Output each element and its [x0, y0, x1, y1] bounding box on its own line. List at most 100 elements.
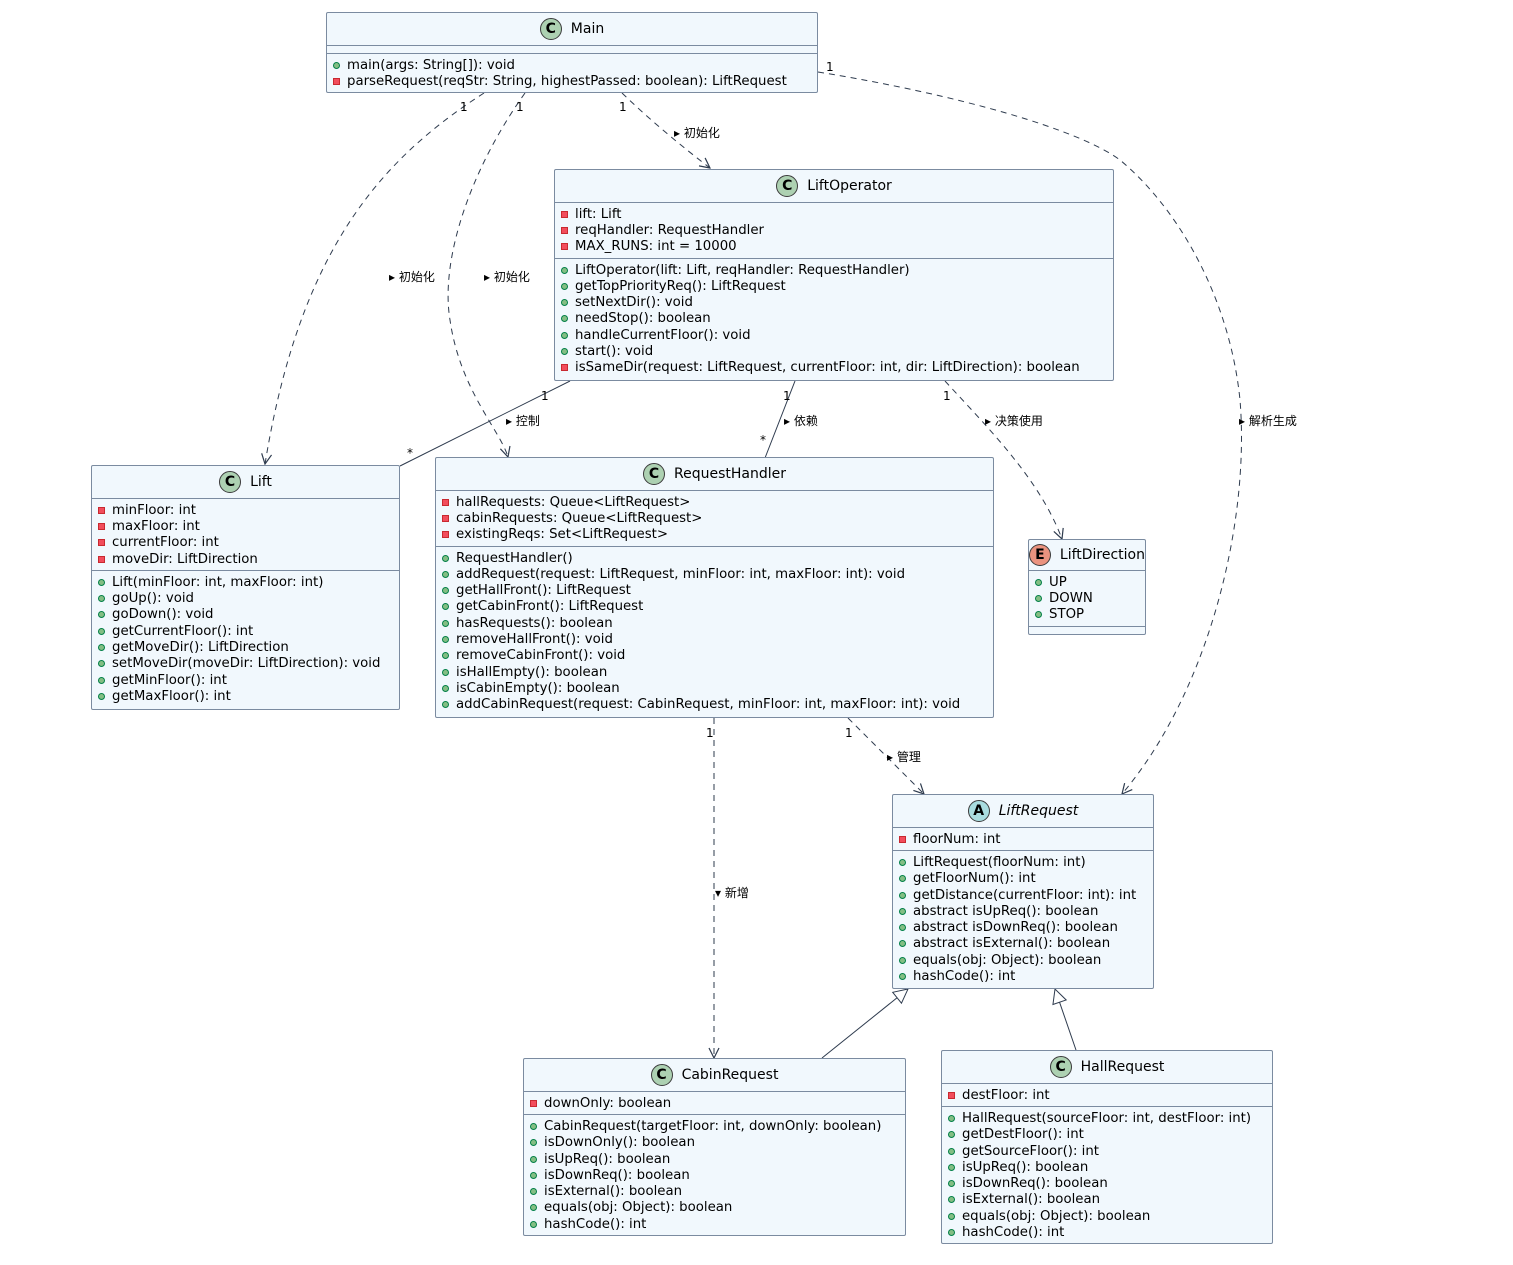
public-visibility-icon	[899, 907, 906, 915]
public-visibility-icon	[442, 587, 449, 595]
method-row: setMoveDir(moveDir: LiftDirection): void	[92, 656, 399, 672]
attribute-text: DOWN	[1049, 590, 1093, 606]
method-text: getDestFloor(): int	[962, 1127, 1084, 1143]
label-main-operator: ▸ 初始化	[674, 126, 720, 140]
public-visibility-icon	[899, 924, 906, 932]
method-text: isDownReq(): boolean	[544, 1167, 690, 1183]
method-row: equals(obj: Object): boolean	[942, 1208, 1272, 1224]
method-text: equals(obj: Object): boolean	[913, 952, 1102, 968]
method-text: abstract isUpReq(): boolean	[913, 903, 1099, 919]
attribute-row: STOP	[1029, 607, 1145, 623]
attribute-row: moveDir: LiftDirection	[92, 551, 399, 567]
method-row: handleCurrentFloor(): void	[555, 327, 1113, 343]
method-row: hashCode(): int	[524, 1216, 905, 1232]
mult-main-request: 1	[826, 60, 834, 74]
methods-section: CabinRequest(targetFloor: int, downOnly:…	[524, 1115, 905, 1235]
attribute-row: UP	[1029, 574, 1145, 590]
attribute-row: maxFloor: int	[92, 518, 399, 534]
public-visibility-icon	[442, 668, 449, 676]
method-text: CabinRequest(targetFloor: int, downOnly:…	[544, 1118, 882, 1134]
attribute-row: MAX_RUNS: int = 10000	[555, 239, 1113, 255]
method-text: isSameDir(request: LiftRequest, currentF…	[575, 360, 1080, 376]
edge-hall-extends-request	[1055, 989, 1077, 1051]
methods-section: LiftOperator(lift: Lift, reqHandler: Req…	[555, 259, 1113, 379]
methods-section: RequestHandler()addRequest(request: Lift…	[436, 547, 993, 716]
public-visibility-icon	[948, 1131, 955, 1139]
public-visibility-icon	[899, 875, 906, 883]
attributes-section: downOnly: boolean	[524, 1092, 905, 1116]
attribute-text: existingReqs: Set<LiftRequest>	[456, 527, 669, 543]
method-text: setMoveDir(moveDir: LiftDirection): void	[112, 656, 381, 672]
public-visibility-icon	[561, 299, 568, 307]
method-text: removeCabinFront(): void	[456, 648, 626, 664]
method-row: abstract isDownReq(): boolean	[893, 919, 1153, 935]
method-text: setNextDir(): void	[575, 295, 693, 311]
public-visibility-icon	[899, 973, 906, 981]
method-text: isDownOnly(): boolean	[544, 1135, 695, 1151]
public-visibility-icon	[442, 603, 449, 611]
methods-section: LiftRequest(floorNum: int)getFloorNum():…	[893, 851, 1153, 987]
class-name: CabinRequest	[681, 1067, 779, 1083]
private-visibility-icon	[899, 835, 906, 843]
method-row: RequestHandler()	[436, 550, 993, 566]
attributes-section: destFloor: int	[942, 1084, 1272, 1108]
method-row: isSameDir(request: LiftRequest, currentF…	[555, 360, 1113, 376]
method-row: start(): void	[555, 343, 1113, 359]
public-visibility-icon	[530, 1155, 537, 1163]
method-row: goUp(): void	[92, 590, 399, 606]
method-row: hashCode(): int	[942, 1224, 1272, 1240]
attribute-text: moveDir: LiftDirection	[112, 551, 258, 567]
attribute-text: downOnly: boolean	[544, 1095, 672, 1111]
edge-operator-direction	[944, 380, 1062, 539]
edge-cabin-extends-request	[821, 989, 908, 1059]
public-visibility-icon	[948, 1229, 955, 1237]
method-text: abstract isDownReq(): boolean	[913, 920, 1118, 936]
attribute-text: hallRequests: Queue<LiftRequest>	[456, 494, 691, 510]
method-text: Lift(minFloor: int, maxFloor: int)	[112, 574, 324, 590]
method-text: isDownReq(): boolean	[962, 1176, 1108, 1192]
mult-handler-cabin: 1	[706, 726, 714, 740]
public-visibility-icon	[948, 1147, 955, 1155]
public-visibility-icon	[98, 578, 105, 586]
method-text: equals(obj: Object): boolean	[962, 1208, 1151, 1224]
attribute-text: reqHandler: RequestHandler	[575, 222, 764, 238]
attributes-section: hallRequests: Queue<LiftRequest>cabinReq…	[436, 491, 993, 547]
method-text: LiftRequest(floorNum: int)	[913, 854, 1086, 870]
edge-main-lift	[265, 92, 485, 464]
method-text: isUpReq(): boolean	[962, 1159, 1089, 1175]
public-visibility-icon	[442, 619, 449, 627]
public-visibility-icon	[530, 1122, 537, 1130]
attribute-row: existingReqs: Set<LiftRequest>	[436, 527, 993, 543]
mult-operator-lift-dst: *	[407, 446, 413, 460]
class-name: Lift	[250, 474, 272, 490]
method-text: getFloorNum(): int	[913, 871, 1036, 887]
method-row: goDown(): void	[92, 607, 399, 623]
method-text: RequestHandler()	[456, 550, 573, 566]
attribute-row: currentFloor: int	[92, 535, 399, 551]
method-row: addRequest(request: LiftRequest, minFloo…	[436, 566, 993, 582]
public-visibility-icon	[1035, 611, 1042, 619]
method-row: getMaxFloor(): int	[92, 688, 399, 704]
method-text: hashCode(): int	[544, 1216, 647, 1232]
attribute-text: STOP	[1049, 607, 1085, 623]
attribute-row: reqHandler: RequestHandler	[555, 222, 1113, 238]
method-text: getDistance(currentFloor: int): int	[913, 887, 1137, 903]
method-row: isExternal(): boolean	[942, 1192, 1272, 1208]
method-row: hashCode(): int	[893, 968, 1153, 984]
method-row: getFloorNum(): int	[893, 871, 1153, 887]
method-text: getMaxFloor(): int	[112, 688, 231, 704]
public-visibility-icon	[561, 348, 568, 356]
attribute-row: cabinRequests: Queue<LiftRequest>	[436, 510, 993, 526]
public-visibility-icon	[98, 644, 105, 652]
private-visibility-icon	[98, 506, 105, 514]
public-visibility-icon	[442, 570, 449, 578]
